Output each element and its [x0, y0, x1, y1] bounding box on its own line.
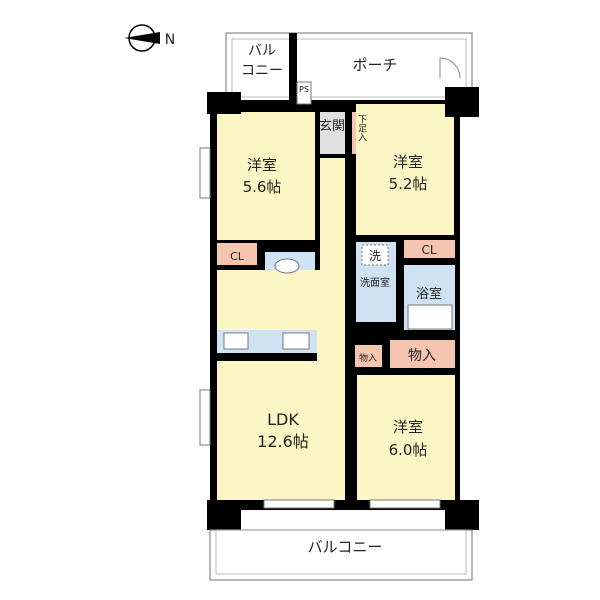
lower-balcony-label: バルコニー [308, 538, 383, 556]
storage-small-label: 物入 [359, 352, 377, 364]
upper-balcony: バル コニー ポーチ [225, 32, 473, 105]
entrance-label: 玄関 [319, 119, 345, 134]
washer-space [361, 244, 389, 266]
bathtub [407, 304, 453, 330]
compass-label: N [165, 32, 175, 48]
ldk [217, 270, 345, 500]
bathroom-label: 浴室 [416, 286, 442, 302]
washroom-label: 洗面室 [360, 276, 390, 289]
window [199, 147, 211, 199]
sink-icon [282, 332, 310, 350]
western-room-1-size: 5.6帖 [243, 178, 282, 196]
storage-large [390, 340, 455, 368]
stove-icon [223, 332, 249, 350]
closet-right-label: CL [421, 243, 436, 257]
storage-small [355, 345, 382, 367]
closet-left [217, 243, 257, 265]
western-room-1-name: 洋室 [247, 156, 277, 174]
western-room-1 [217, 112, 315, 240]
lower-balcony: バルコニー [209, 529, 473, 581]
western-room-2 [356, 104, 454, 235]
storage-large-label: 物入 [408, 348, 436, 364]
upper-balcony-label-1: バル [248, 43, 276, 59]
toilet-fixture [274, 258, 300, 274]
western-room-3-name: 洋室 [393, 418, 423, 436]
north-arrow-icon: N [124, 24, 175, 52]
western-room-2-name: 洋室 [393, 153, 423, 171]
shoe-storage-label: 下足入 [356, 115, 367, 142]
western-room-3-size: 6.0帖 [389, 441, 428, 459]
western-room-3 [357, 375, 455, 500]
closet-right [404, 240, 455, 258]
upper-balcony-label-2: コニー [241, 63, 283, 79]
washer-label: 洗 [369, 249, 381, 263]
window [263, 499, 335, 509]
porch-label: ポーチ [352, 56, 397, 74]
ldk-name: LDK [267, 410, 299, 429]
ps-label: PS [299, 85, 309, 94]
window [199, 389, 211, 446]
western-room-2-size: 5.2帖 [389, 175, 428, 193]
window [369, 499, 441, 509]
entrance [320, 112, 345, 154]
ldk-size: 12.6帖 [257, 432, 309, 451]
closet-left-label: CL [230, 250, 245, 263]
